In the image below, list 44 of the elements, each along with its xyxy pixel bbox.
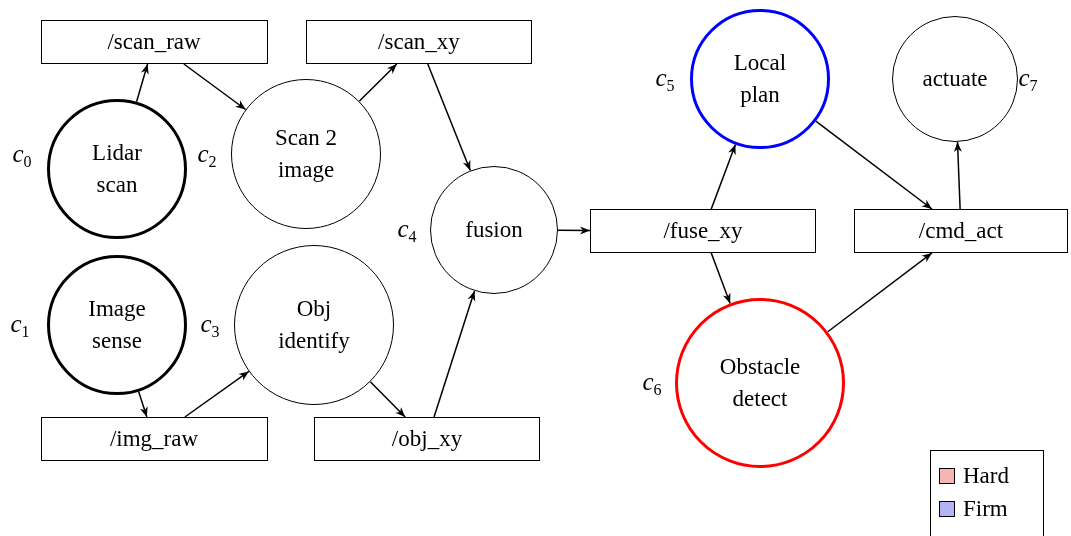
node-label: /scan_raw (107, 27, 201, 56)
legend-label: Firm (963, 496, 1008, 522)
node-label: fusion (465, 215, 523, 244)
node-id-label: c$_{6}$ (642, 367, 662, 399)
arrow (135, 63, 149, 103)
topic-box (40, 20, 268, 64)
node-label: Obstacle detect (718, 352, 802, 413)
node-label: Lidar scan (91, 138, 143, 199)
node-id-label: c$_{7}$ (1018, 63, 1038, 95)
arrow (433, 290, 476, 418)
node-label: Local plan (732, 48, 788, 109)
node-label: actuate (922, 64, 988, 93)
node-id-label: c$_{1}$ (10, 309, 30, 341)
node-id-label: c$_{0}$ (12, 139, 32, 171)
topic-box (40, 417, 268, 461)
node-label: /cmd_act (918, 216, 1004, 245)
arrow (427, 63, 472, 172)
arrow (184, 370, 250, 418)
topic-box (590, 209, 816, 253)
arrow (953, 141, 962, 210)
arrow (827, 252, 933, 333)
arrow (710, 143, 737, 210)
node-id-label: c$_{2}$ (197, 139, 217, 171)
node-label: Image sense (87, 294, 147, 355)
arrow (358, 63, 398, 102)
node-id-label: c$_{3}$ (200, 309, 220, 341)
node-id-label: c$_{5}$ (655, 63, 675, 95)
arrow (137, 390, 148, 418)
arrow (369, 381, 406, 418)
topic-box (854, 209, 1068, 253)
node-id-label: c$_{4}$ (397, 214, 417, 246)
node-label: /img_raw (109, 424, 199, 453)
topic-box (314, 417, 540, 461)
node-label: /scan_xy (378, 27, 460, 56)
node-label: Obj identify (277, 294, 351, 355)
topic-box (306, 20, 532, 64)
arrow (815, 120, 933, 210)
legend-label: Hard (963, 463, 1009, 489)
arrow (557, 226, 591, 235)
arrow (183, 63, 247, 111)
node-label: /fuse_xy (663, 216, 743, 245)
node-label: Scan 2 image (274, 123, 338, 184)
node-label: /obj_xy (391, 424, 463, 453)
arrow (710, 252, 731, 305)
